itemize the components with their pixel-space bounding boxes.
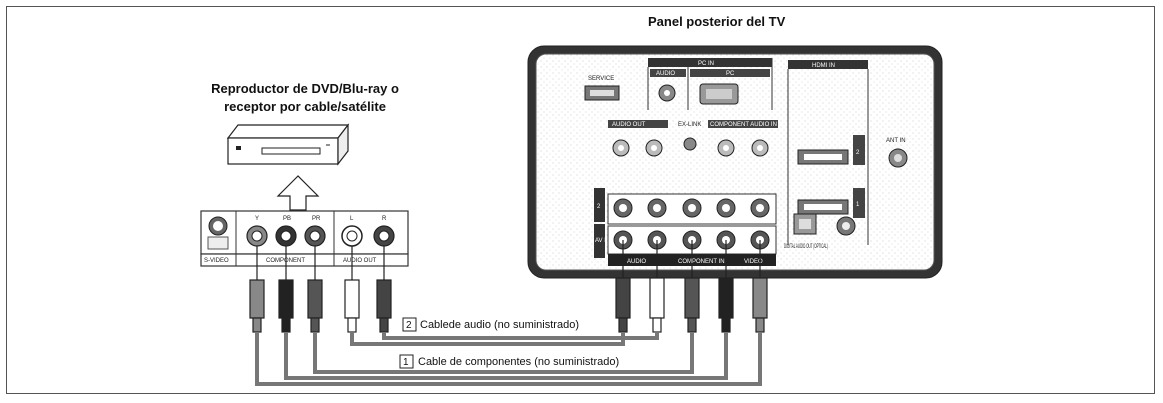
component-cable-label: Cable de componentes (no suministrado) xyxy=(418,356,619,368)
tv-plugs xyxy=(615,240,768,333)
arrow-up-icon xyxy=(276,175,320,211)
label-audio-out: AUDIO OUT xyxy=(343,258,377,264)
digital-audio-label: DIGITAL AUDIO OUT (OPTICAL) xyxy=(784,244,828,250)
row-label-av-in-1: AV IN 1 xyxy=(595,238,616,244)
audio-cable xyxy=(350,332,659,346)
ex-link-label: EX-LINK xyxy=(678,122,701,128)
tv-back-panel: SERVICE PC IN AUDIO PC HDMI IN 2 xyxy=(527,45,943,279)
source-title-line-1: Reproductor de DVD/Blu-ray o xyxy=(211,81,399,96)
source-plugs xyxy=(249,246,392,333)
dvd-player-icon xyxy=(226,123,350,166)
audio-out-label: AUDIO OUT xyxy=(612,122,646,128)
pc-audio-label: AUDIO xyxy=(656,71,675,77)
source-jack-panel: Y PB PR L R S-VIDEO COMPONENT AUDIO OUT xyxy=(200,210,409,267)
tv-audio-label: AUDIO xyxy=(627,259,646,265)
audio-cable-caption: 2 Cablede audio (no suministrado) xyxy=(402,317,579,332)
hdmi-port xyxy=(797,199,849,215)
label-s-video: S-VIDEO xyxy=(204,258,229,264)
component-cable-caption: 1 Cable de componentes (no suministrado) xyxy=(399,354,619,369)
jack-label-pb: PB xyxy=(283,216,291,222)
component-cable xyxy=(255,332,762,386)
pc-in-label: PC IN xyxy=(698,61,714,67)
audio-cable-label: Cablede audio (no suministrado) xyxy=(420,319,579,331)
tv-component-in-label: COMPONENT IN xyxy=(678,259,725,265)
tv-video-label: VIDEO xyxy=(744,259,763,265)
component-cable-number: 1 xyxy=(403,357,409,368)
hdmi-port-number-2: 2 xyxy=(856,150,860,156)
hdmi-port xyxy=(797,149,849,165)
jack-label-pr: PR xyxy=(312,216,321,222)
hdmi-in-label: HDMI IN xyxy=(812,63,835,69)
ant-in-label: ANT IN xyxy=(886,138,906,144)
component-audio-label: COMPONENT AUDIO IN xyxy=(710,122,777,128)
audio-cable-number: 2 xyxy=(406,320,412,331)
pc-label: PC xyxy=(726,71,735,77)
service-label: SERVICE xyxy=(588,76,614,82)
jack-label-y: Y xyxy=(255,216,259,222)
source-device-title: Reproductor de DVD/Blu-ray o receptor po… xyxy=(170,80,440,116)
row-label-2: 2 xyxy=(597,204,601,210)
jack-label-r: R xyxy=(382,216,387,222)
tv-jacks-row-2 xyxy=(607,193,777,225)
jack-label-l: L xyxy=(350,216,354,222)
tv-panel-title: Panel posterior del TV xyxy=(648,14,786,29)
hdmi-port-number-1: 1 xyxy=(856,202,860,208)
source-title-line-2: receptor por cable/satélite xyxy=(224,99,386,114)
